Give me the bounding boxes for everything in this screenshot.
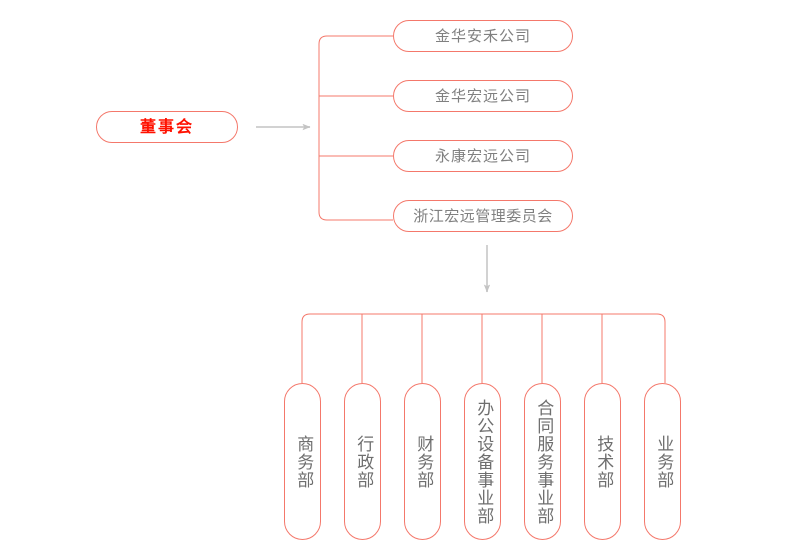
node-department-1[interactable]: 行政部: [344, 383, 381, 540]
division-bracket: [318, 35, 393, 221]
node-label: 行政部: [353, 434, 374, 489]
node-label: 合同服务事业部: [533, 398, 554, 525]
node-label: 金华宏远公司: [434, 86, 531, 105]
node-label: 金华安禾公司: [434, 26, 531, 45]
node-department-0[interactable]: 商务部: [284, 383, 321, 540]
node-department-6[interactable]: 业务部: [644, 383, 681, 540]
node-division-0[interactable]: 金华安禾公司: [393, 20, 573, 52]
node-division-2[interactable]: 永康宏远公司: [393, 140, 573, 172]
node-label: 财务部: [413, 434, 434, 489]
node-department-3[interactable]: 办公设备事业部: [464, 383, 501, 540]
department-bracket: [301, 313, 666, 383]
node-division-3[interactable]: 浙江宏远管理委员会: [393, 200, 573, 232]
node-label: 浙江宏远管理委员会: [413, 206, 553, 225]
node-label: 永康宏远公司: [434, 146, 531, 165]
node-department-2[interactable]: 财务部: [404, 383, 441, 540]
node-label: 技术部: [593, 434, 614, 489]
node-label: 业务部: [653, 434, 674, 489]
node-label: 商务部: [293, 434, 314, 489]
node-division-1[interactable]: 金华宏远公司: [393, 80, 573, 112]
node-department-4[interactable]: 合同服务事业部: [524, 383, 561, 540]
node-label: 办公设备事业部: [473, 398, 494, 525]
node-board-of-directors[interactable]: 董事会: [96, 111, 238, 143]
node-department-5[interactable]: 技术部: [584, 383, 621, 540]
node-label: 董事会: [139, 117, 194, 136]
